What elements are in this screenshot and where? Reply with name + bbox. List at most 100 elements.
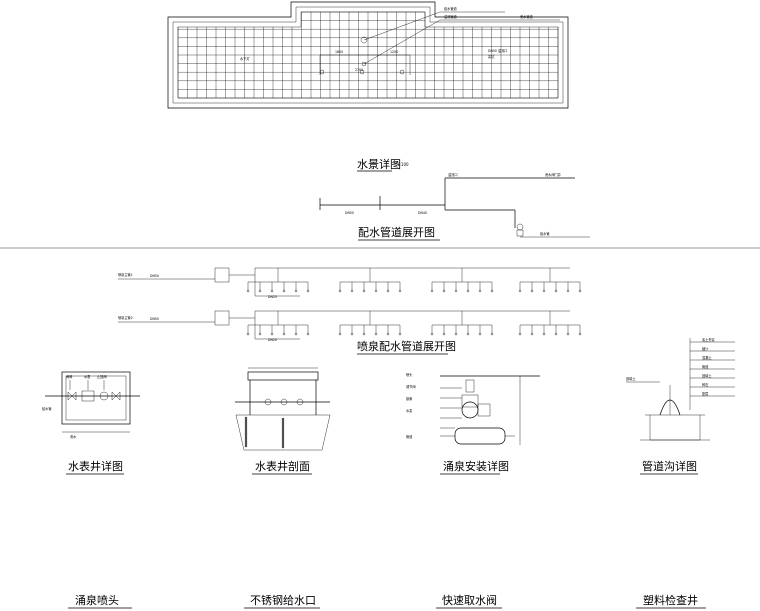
spray-nozzle-head <box>374 332 378 336</box>
gravel-dot <box>244 420 248 424</box>
spray-nozzle-head <box>578 332 582 336</box>
water-scene-scale: 1:100 <box>397 162 409 167</box>
gravel-dot <box>281 427 285 431</box>
spray-nozzle-head <box>362 332 366 336</box>
supply-label-dn50: DN50 <box>345 211 354 215</box>
spray-nozzle-head <box>430 332 434 336</box>
fountain-label-fitting: 接管 <box>406 396 412 401</box>
spray-spec-2: DN50 <box>150 317 159 321</box>
gravel-dot <box>281 421 285 425</box>
spray-nozzle-head <box>530 289 534 293</box>
gravel-dot <box>244 416 248 420</box>
pool-label-light: 水下灯 <box>240 56 250 61</box>
spray-row-2-label: 喷泉主管2 <box>118 315 133 320</box>
spray-nozzle-head <box>442 289 446 293</box>
title-plastic-well: 塑料检查井 <box>643 593 698 607</box>
spray-nozzle-head <box>566 332 570 336</box>
fountain-install-detail: 喷头 调节阀 接管 水泵 管道 涌泉安装详图 <box>406 372 540 475</box>
spray-nozzle-head <box>566 289 570 293</box>
spray-nozzle-head <box>350 332 354 336</box>
spray-nozzle-head <box>282 332 286 336</box>
gravel-dot <box>281 437 285 441</box>
gravel-dot <box>244 424 248 428</box>
gravel-dot <box>281 425 285 429</box>
gravel-dot <box>244 422 248 426</box>
spray-nozzle-head <box>554 332 558 336</box>
spray-nozzle-head <box>398 332 402 336</box>
spray-nozzle-head <box>466 332 470 336</box>
gravel-dot <box>244 438 248 442</box>
gravel-dot <box>281 429 285 433</box>
spray-nozzle-head <box>282 289 286 293</box>
gravel-dot <box>244 444 248 448</box>
title-fountain-nozzle: 涌泉喷头 <box>75 593 119 607</box>
spray-nozzle-head <box>454 289 458 293</box>
fountain-label-pipe: 管道 <box>406 434 413 439</box>
pool-label-dn50: DN50 溢流口 <box>488 48 507 53</box>
spray-nozzle-head <box>258 289 262 293</box>
spray-nozzle-head <box>430 289 434 293</box>
meter-label-meter: 水表 <box>84 374 91 379</box>
spray-nozzle-head <box>246 289 250 293</box>
spray-spec-3: DN25 <box>268 295 277 299</box>
spray-nozzle-head <box>490 289 494 293</box>
spray-nozzle-head <box>554 289 558 293</box>
gravel-dot <box>281 439 285 443</box>
supply-label-valve-well: 泄水阀门井 <box>545 172 561 177</box>
gravel-dot <box>244 430 248 434</box>
gravel-dot <box>281 441 285 445</box>
trench-layer-label: 回填土 <box>702 373 712 378</box>
spray-nozzle-head <box>294 332 298 336</box>
pool-dim-3: 1200 <box>390 50 398 54</box>
spray-nozzle-head <box>454 332 458 336</box>
spray-nozzle-head <box>518 289 522 293</box>
spray-pipe-diagram: 喷泉主管1 喷泉主管2 DN50 DN50 DN25 DN20 喷泉配水管道展开… <box>118 267 582 355</box>
trench-detail-title: 管道沟详图 <box>642 459 697 473</box>
pool-dim-1: 1800 <box>335 50 343 54</box>
spray-nozzle-head <box>530 332 534 336</box>
spray-row-1-label: 喷泉主管1 <box>118 272 133 277</box>
meter-label-check-valve: 止回阀 <box>97 374 107 379</box>
pool-label-supply: 给水管道 <box>444 6 458 11</box>
gravel-dot <box>244 434 248 438</box>
trench-layer-label: 素土夯实 <box>702 337 715 342</box>
gravel-dot <box>244 428 248 432</box>
spray-nozzle-head <box>478 332 482 336</box>
title-stainless-outlet: 不锈钢给水口 <box>250 594 316 607</box>
water-scene-title: 水景详图 <box>357 157 401 171</box>
spray-nozzle-head <box>374 289 378 293</box>
gravel-dot <box>281 433 285 437</box>
pool-dim-2: 2700 <box>355 68 363 72</box>
title-quick-valve: 快速取水阀 <box>442 593 497 607</box>
spray-spec-1: DN50 <box>150 274 159 278</box>
fountain-label-pump: 水泵 <box>406 408 413 413</box>
gravel-dot <box>244 426 248 430</box>
meter-label-drain: 泄水 <box>70 434 77 439</box>
spray-nozzle-head <box>350 289 354 293</box>
spray-nozzle-head <box>578 289 582 293</box>
trench-layer-label: 细沙 <box>702 346 709 351</box>
pool-label-pump-pit: 泵坑 <box>488 54 495 59</box>
supply-pipe-diagram: 水景详图 1:100 溢流口 DN50 DN40 泄水阀门井 给水管 配水管道展… <box>319 157 590 241</box>
spray-nozzle-head <box>442 332 446 336</box>
gravel-dot <box>281 443 285 447</box>
spray-nozzle-head <box>270 332 274 336</box>
gravel-dot <box>244 440 248 444</box>
meter-well-title: 水表井详图 <box>68 459 123 473</box>
meter-well-detail: 水表 止回阀 闸阀 给水管 泄水 水表井详图 <box>42 371 140 475</box>
spray-nozzle-head <box>490 332 494 336</box>
spray-nozzle-head <box>258 332 262 336</box>
spray-nozzle-head <box>246 332 250 336</box>
gravel-dot <box>244 436 248 440</box>
meter-section-title: 水表井剖面 <box>255 459 310 473</box>
supply-label-dn40: DN40 <box>418 211 427 215</box>
supply-label-overflow: 溢流口 <box>448 172 458 177</box>
trench-layer-label: 碎石 <box>702 382 708 387</box>
pool-label-overflow: 溢流管道 <box>444 14 458 19</box>
spray-nozzle-head <box>294 289 298 293</box>
gravel-dot <box>281 431 285 435</box>
trench-layer-label: 混凝土 <box>702 355 712 360</box>
trench-label-left: 回填土 <box>626 376 636 381</box>
